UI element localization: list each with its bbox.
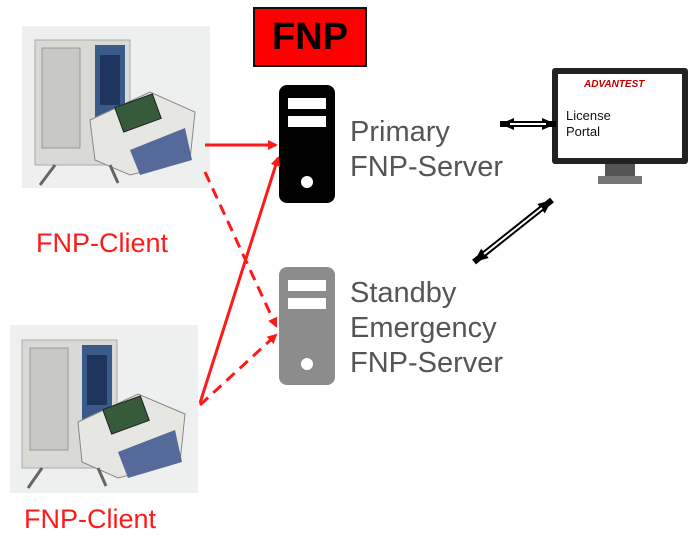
portal-line1: License (566, 108, 611, 123)
standby-server-icon (279, 267, 335, 385)
standby-server-line3: FNP-Server (350, 347, 504, 379)
license-portal-text: License Portal (566, 108, 611, 140)
client-label-1: FNP-Client (36, 228, 169, 258)
standby-server-label: Standby Emergency FNP-Server (350, 276, 503, 381)
client1-to-standby-arrow (203, 171, 278, 328)
monitor-icon (552, 68, 688, 184)
advantest-logo: ADVANTEST (584, 79, 645, 90)
fnp-badge: FNP (253, 7, 367, 67)
portal-line2: Portal (566, 124, 600, 139)
tester-machine-icon-1 (22, 26, 210, 188)
primary-server-line1: Primary (350, 116, 450, 148)
primary-server-icon (279, 85, 335, 203)
client2-to-primary-arrow (198, 156, 281, 404)
tester-machine-icon-2 (10, 325, 198, 493)
client-label-2: FNP-Client (24, 504, 157, 534)
standby-server-line2: Emergency (350, 312, 497, 344)
primary-server-label: Primary FNP-Server (350, 115, 503, 185)
primary-server-line2: FNP-Server (350, 151, 504, 183)
double-arrow-icon-standby-portal (472, 197, 554, 265)
standby-server-line1: Standby (350, 277, 457, 309)
